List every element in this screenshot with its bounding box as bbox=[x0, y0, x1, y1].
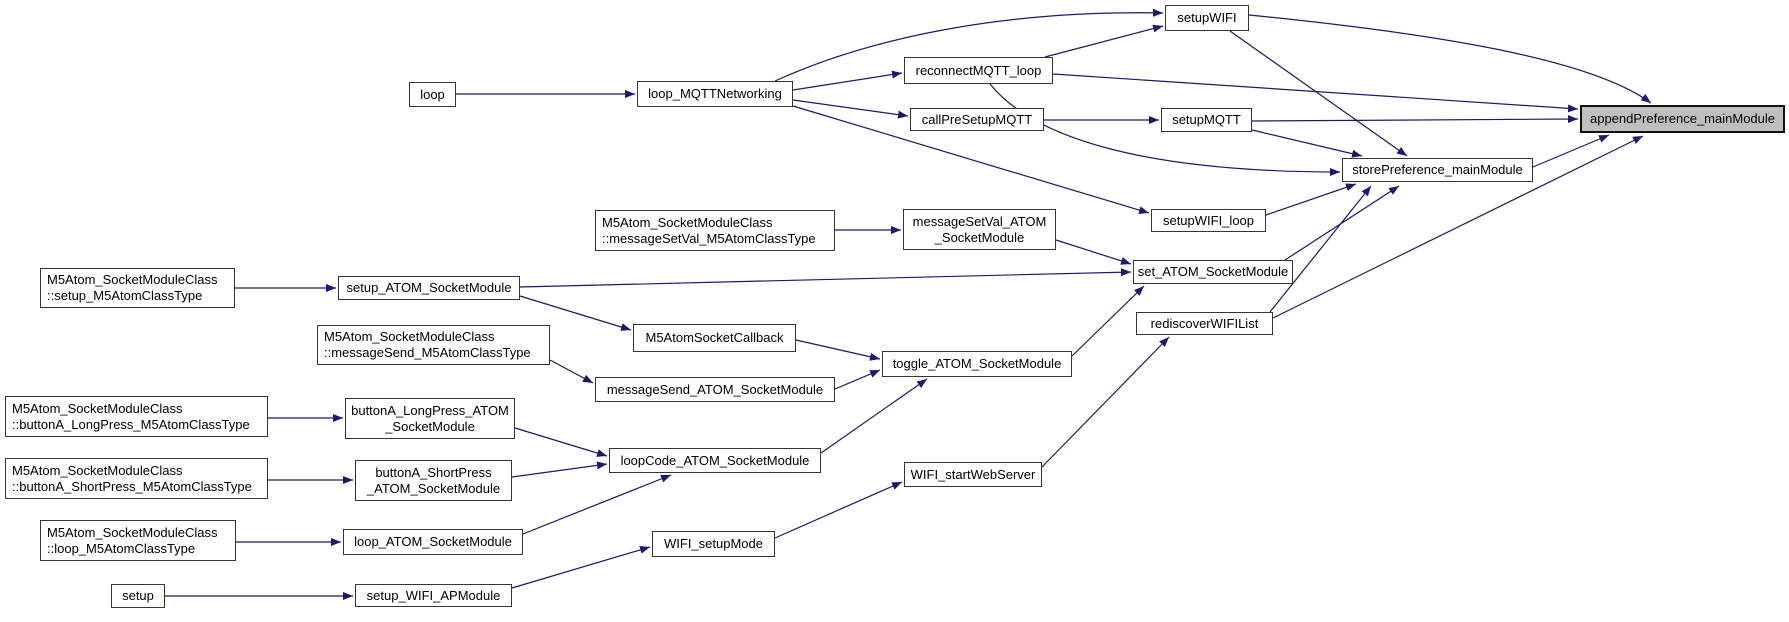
edge-messageSetVal_ATOM_SocketModule-to-set_ATOM_SocketModule bbox=[1055, 239, 1132, 265]
edge-rediscoverWIFIList-to-storePreference_mainModule bbox=[1269, 185, 1372, 313]
node-callPreSetupMQTT[interactable]: callPreSetupMQTT bbox=[910, 108, 1044, 131]
node-messageSetVal_M5AtomClassType[interactable]: M5Atom_SocketModuleClass ::messageSetVal… bbox=[595, 210, 835, 251]
edge-loop_MQTTNetworking-to-reconnectMQTT_loop bbox=[792, 70, 903, 91]
edge-setup_ATOM_SocketModule-to-set_ATOM_SocketModule bbox=[519, 268, 1132, 288]
node-loopCode_ATOM_SocketModule[interactable]: loopCode_ATOM_SocketModule bbox=[609, 448, 821, 473]
node-WIFI_setupMode[interactable]: WIFI_setupMode bbox=[652, 531, 775, 557]
edge-setupMQTT-to-storePreference_mainModule bbox=[1251, 129, 1363, 158]
edge-reconnectMQTT_loop-to-storePreference_mainModule bbox=[989, 83, 1341, 176]
edge-M5AtomSocketCallback-to-toggle_ATOM_SocketModule bbox=[795, 339, 881, 361]
edge-messageSend_M5AtomClassType-to-messageSend_ATOM_SocketModule bbox=[549, 359, 594, 384]
edge-setup_WIFI_APModule-to-WIFI_setupMode bbox=[511, 546, 651, 589]
node-loop[interactable]: loop bbox=[409, 82, 456, 107]
node-buttonA_ShortPress_ATOM_SocketModule[interactable]: buttonA_ShortPress _ATOM_SocketModule bbox=[355, 460, 512, 501]
edge-toggle_ATOM_SocketModule-to-set_ATOM_SocketModule bbox=[1071, 285, 1145, 357]
node-messageSend_M5AtomClassType[interactable]: M5Atom_SocketModuleClass ::messageSend_M… bbox=[317, 325, 550, 365]
node-buttonA_LongPress_ATOM_SocketModule[interactable]: buttonA_LongPress_ATOM _SocketModule bbox=[345, 398, 515, 439]
edge-setup_ATOM_SocketModule-to-M5AtomSocketCallback bbox=[519, 295, 632, 331]
node-setupMQTT[interactable]: setupMQTT bbox=[1161, 108, 1252, 132]
edge-reconnectMQTT_loop-to-setupWIFI bbox=[1044, 24, 1164, 58]
node-setup_ATOM_SocketModule[interactable]: setup_ATOM_SocketModule bbox=[338, 276, 520, 300]
edge-loop_MQTTNetworking-to-callPreSetupMQTT bbox=[792, 99, 909, 119]
node-messageSetVal_ATOM_SocketModule[interactable]: messageSetVal_ATOM _SocketModule bbox=[903, 209, 1056, 250]
edge-loop_ATOM_SocketModule-to-loopCode_ATOM_SocketModule bbox=[522, 474, 672, 535]
node-setup_M5AtomClassType[interactable]: M5Atom_SocketModuleClass ::setup_M5AtomC… bbox=[40, 268, 235, 308]
edge-setupWIFI-to-storePreference_mainModule bbox=[1229, 30, 1408, 157]
edge-setupWIFI-to-appendPreference_mainModule bbox=[1248, 14, 1652, 104]
node-set_ATOM_SocketModule[interactable]: set_ATOM_SocketModule bbox=[1133, 260, 1293, 284]
edge-WIFI_setupMode-to-WIFI_startWebServer bbox=[774, 481, 903, 539]
node-messageSend_ATOM_SocketModule[interactable]: messageSend_ATOM_SocketModule bbox=[595, 377, 835, 402]
node-setup[interactable]: setup bbox=[111, 584, 165, 608]
edge-messageSend_ATOM_SocketModule-to-toggle_ATOM_SocketModule bbox=[834, 369, 881, 390]
edge-rediscoverWIFIList-to-appendPreference_mainModule bbox=[1272, 135, 1644, 319]
node-loop_ATOM_SocketModule[interactable]: loop_ATOM_SocketModule bbox=[343, 529, 523, 555]
edge-setupMQTT-to-appendPreference_mainModule bbox=[1251, 115, 1579, 124]
edge-loop_MQTTNetworking-to-setupWIFI_loop bbox=[792, 105, 1150, 214]
edge-buttonA_ShortPress_ATOM_SocketModule-to-loopCode_ATOM_SocketModule bbox=[511, 461, 608, 478]
node-buttonA_LongPress_M5AtomClassType[interactable]: M5Atom_SocketModuleClass ::buttonA_LongP… bbox=[5, 396, 268, 437]
node-setup_WIFI_APModule[interactable]: setup_WIFI_APModule bbox=[355, 584, 512, 607]
node-setupWIFI_loop[interactable]: setupWIFI_loop bbox=[1151, 209, 1266, 232]
node-loop_M5AtomClassType[interactable]: M5Atom_SocketModuleClass ::loop_M5AtomCl… bbox=[40, 520, 236, 561]
edge-storePreference_mainModule-to-appendPreference_mainModule bbox=[1532, 134, 1610, 168]
node-appendPreference_mainModule[interactable]: appendPreference_mainModule bbox=[1580, 105, 1785, 133]
node-setupWIFI[interactable]: setupWIFI bbox=[1165, 5, 1249, 31]
node-buttonA_ShortPress_M5AtomClassType[interactable]: M5Atom_SocketModuleClass ::buttonA_Short… bbox=[5, 458, 268, 499]
edge-loop_MQTTNetworking-to-setupWIFI bbox=[774, 8, 1164, 82]
edge-WIFI_startWebServer-to-rediscoverWIFIList bbox=[1041, 336, 1170, 468]
node-M5AtomSocketCallback[interactable]: M5AtomSocketCallback bbox=[633, 324, 796, 352]
node-loop_MQTTNetworking[interactable]: loop_MQTTNetworking bbox=[637, 81, 793, 107]
node-storePreference_mainModule[interactable]: storePreference_mainModule bbox=[1342, 158, 1533, 182]
node-reconnectMQTT_loop[interactable]: reconnectMQTT_loop bbox=[904, 57, 1053, 84]
node-rediscoverWIFIList[interactable]: rediscoverWIFIList bbox=[1136, 312, 1273, 335]
node-WIFI_startWebServer[interactable]: WIFI_startWebServer bbox=[904, 462, 1042, 487]
edge-loopCode_ATOM_SocketModule-to-toggle_ATOM_SocketModule bbox=[820, 378, 928, 454]
node-toggle_ATOM_SocketModule[interactable]: toggle_ATOM_SocketModule bbox=[882, 351, 1072, 377]
edge-buttonA_LongPress_ATOM_SocketModule-to-loopCode_ATOM_SocketModule bbox=[514, 427, 608, 457]
edge-setupWIFI_loop-to-storePreference_mainModule bbox=[1265, 183, 1357, 216]
